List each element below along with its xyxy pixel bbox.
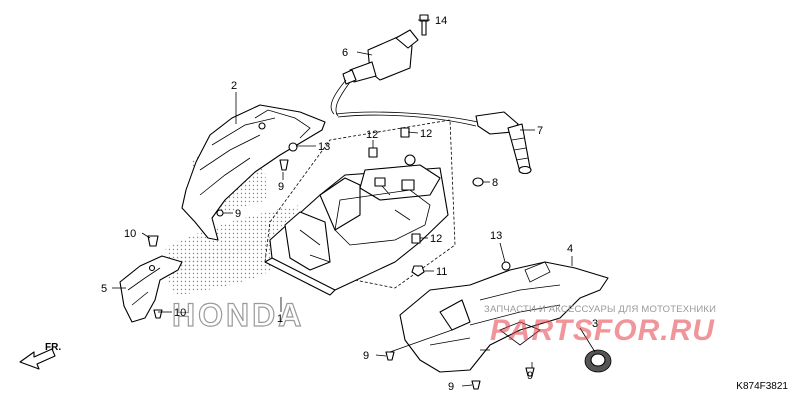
callout-2: 2 bbox=[231, 80, 237, 92]
callout-10-upper: 10 bbox=[124, 228, 136, 240]
callout-5: 5 bbox=[101, 283, 107, 295]
honda-brand-mark: HONDA bbox=[172, 297, 304, 333]
part-7-plug-cap bbox=[475, 111, 532, 175]
callout-1: 1 bbox=[277, 313, 283, 325]
watermark-caption: ЗАПЧАСТИ И АКСЕССУАРЫ ДЛЯ МОТОТЕХНИКИ bbox=[484, 304, 717, 315]
watermark-brand: PARTSFOR.RU bbox=[490, 314, 715, 347]
callout-4: 4 bbox=[567, 243, 573, 255]
front-direction-label: FR. bbox=[45, 342, 62, 353]
front-direction-arrow bbox=[19, 348, 56, 370]
callout-6: 6 bbox=[342, 47, 348, 59]
callout-13-right: 13 bbox=[490, 230, 502, 242]
callout-12-lower: 12 bbox=[430, 233, 442, 245]
part-4-right-cover bbox=[399, 261, 609, 373]
callout-11: 11 bbox=[436, 266, 447, 278]
callout-8: 8 bbox=[492, 177, 498, 189]
part-6-ignition-coil bbox=[330, 29, 479, 127]
callout-12-left: 12 bbox=[366, 129, 378, 141]
part-2-left-cover bbox=[181, 104, 326, 241]
callout-10-lower: 10 bbox=[174, 307, 186, 319]
fasteners bbox=[147, 14, 535, 390]
leader-lines bbox=[112, 19, 596, 387]
callout-3: 3 bbox=[592, 318, 598, 330]
callout-9-lower-mid: 9 bbox=[448, 381, 454, 393]
part-3-grommet bbox=[584, 349, 612, 373]
callout-9-lower-left: 9 bbox=[363, 350, 369, 362]
callout-9-left: 9 bbox=[235, 208, 241, 220]
callout-12-right: 12 bbox=[420, 128, 432, 140]
callout-14: 14 bbox=[435, 15, 447, 27]
callout-13-upper: 13 bbox=[318, 141, 330, 153]
callout-9-lower-right: 9 bbox=[527, 370, 533, 382]
callout-9-upper: 9 bbox=[278, 181, 284, 193]
diagram-code: K874F3821 bbox=[736, 381, 788, 392]
callout-7: 7 bbox=[537, 125, 543, 137]
part-5-bracket bbox=[119, 255, 183, 323]
callouts: 2 6 14 7 13 9 9 10 5 10 12 12 12 8 11 1 … bbox=[101, 15, 598, 393]
part-1-tray bbox=[264, 119, 456, 296]
